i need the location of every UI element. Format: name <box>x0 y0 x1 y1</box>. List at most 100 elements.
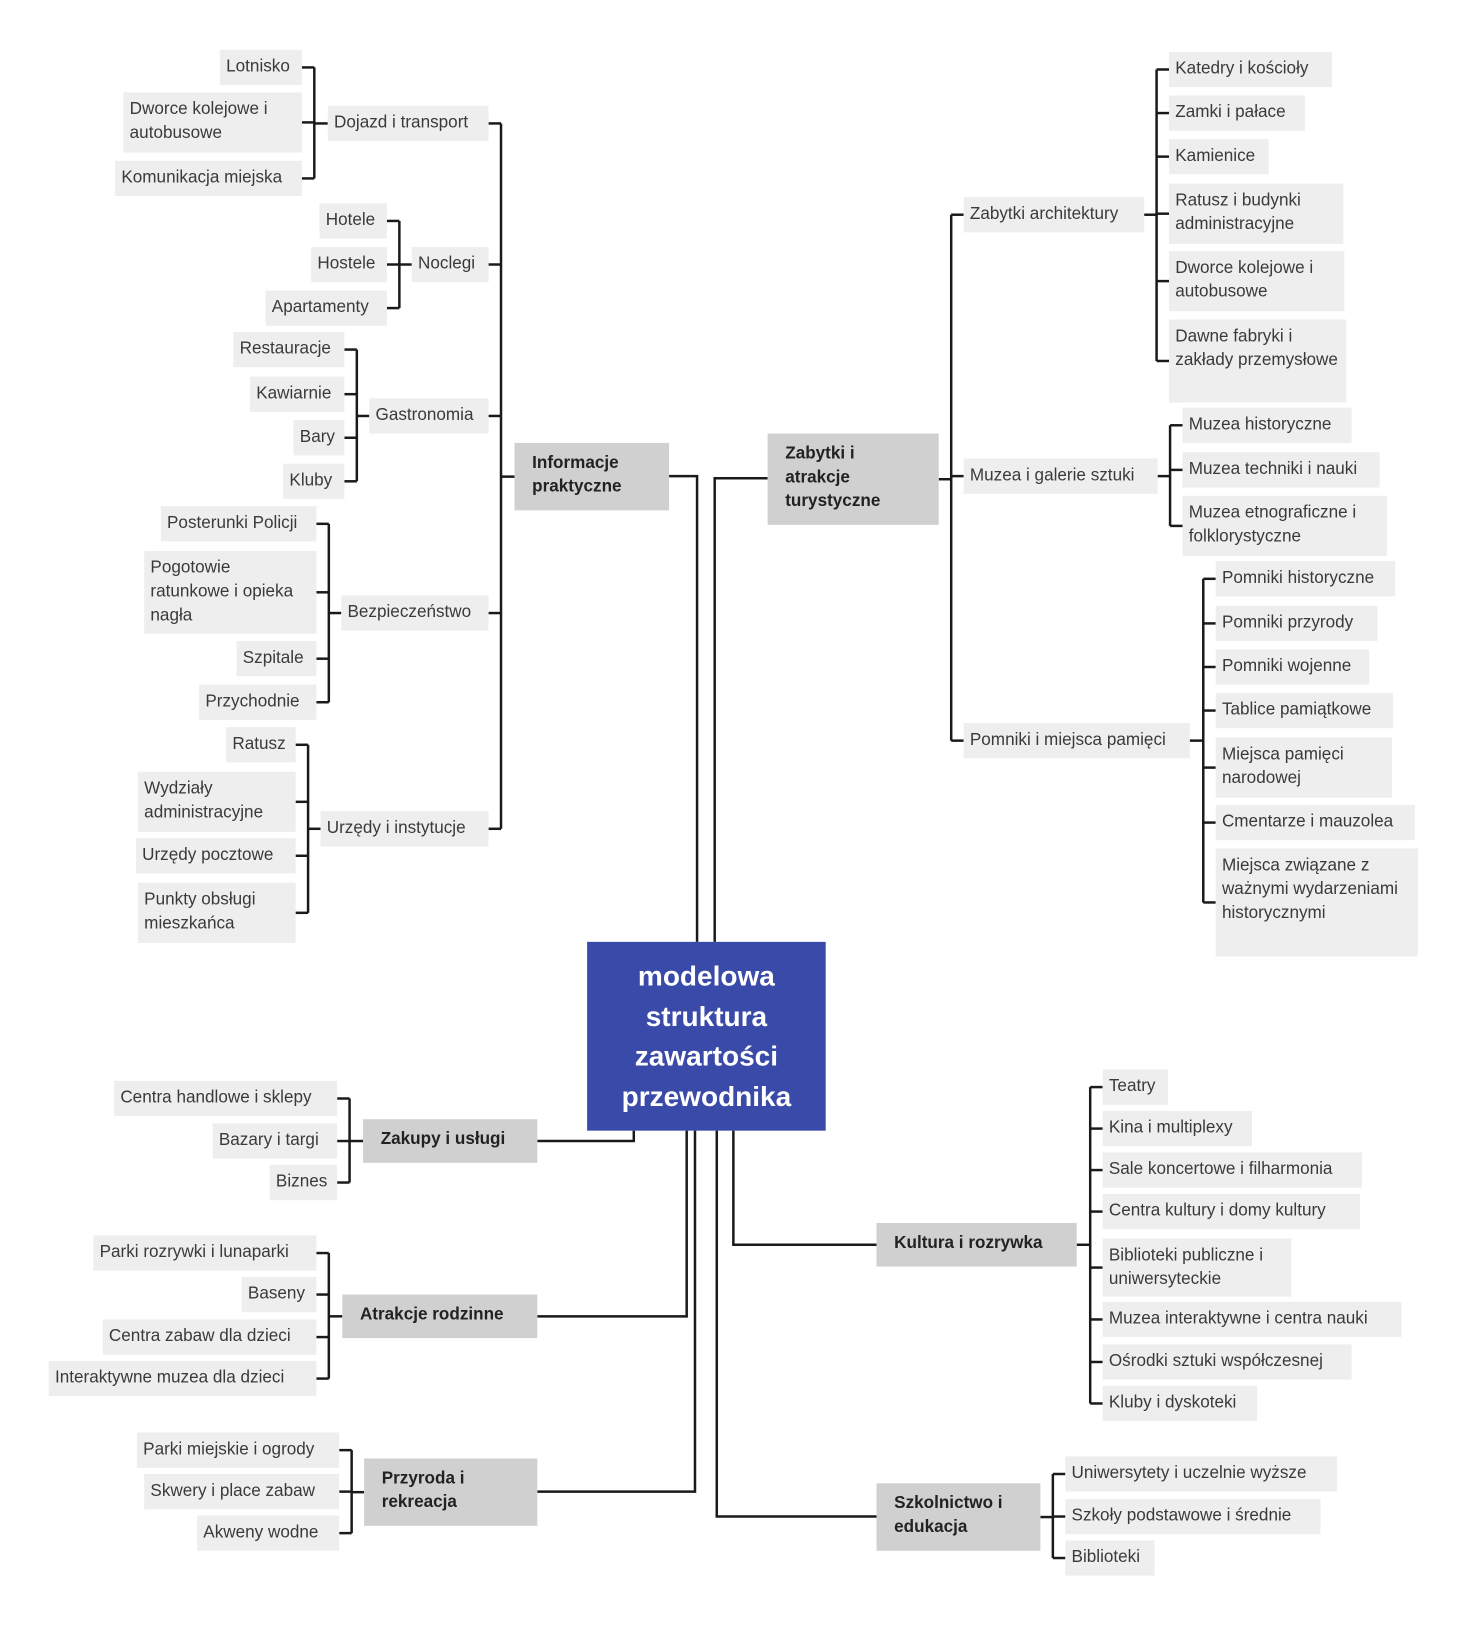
node-pomniki-przyrody[interactable]: Pomniki przyrody <box>1215 605 1378 642</box>
node-centra-zabaw-dla-dzieci[interactable]: Centra zabaw dla dzieci <box>102 1319 317 1355</box>
node-baseny[interactable]: Baseny <box>241 1276 317 1313</box>
node-centra-kultury-i-domy-kultury[interactable]: Centra kultury i domy kultury <box>1102 1193 1360 1230</box>
node-bazary-i-targi[interactable]: Bazary i targi <box>212 1123 338 1159</box>
node-katedry-i-koscioly[interactable]: Katedry i kościoły <box>1169 51 1332 88</box>
node-kluby[interactable]: Kluby <box>283 463 345 499</box>
node-dawne-fabryki-i-zaklady-przemyslowe[interactable]: Dawne fabryki i zakłady przemysłowe <box>1169 319 1347 403</box>
node-biblioteki[interactable]: Biblioteki <box>1065 1540 1155 1576</box>
node-parki-miejskie-i-ogrody[interactable]: Parki miejskie i ogrody <box>136 1432 340 1468</box>
node-muzea-i-galerie-sztuki[interactable]: Muzea i galerie sztuki <box>963 458 1158 494</box>
node-uniwersytety-i-uczelnie-wyzsze[interactable]: Uniwersytety i uczelnie wyższe <box>1065 1456 1338 1492</box>
node-gastronomia[interactable]: Gastronomia <box>369 398 489 434</box>
node-zakupy-i-uslugi[interactable]: Zakupy i usługi <box>363 1119 538 1163</box>
connector-informacje <box>669 474 699 942</box>
node-informacje-praktyczne[interactable]: Informacje praktyczne <box>514 442 670 511</box>
node-przyroda-i-rekreacja[interactable]: Przyroda i rekreacja <box>364 1458 538 1526</box>
node-hostele[interactable]: Hostele <box>311 246 387 283</box>
node-lotnisko[interactable]: Lotnisko <box>219 49 302 86</box>
node-noclegi[interactable]: Noclegi <box>411 246 489 283</box>
node-label: Restauracje <box>239 339 331 358</box>
node-label: Hostele <box>317 254 376 273</box>
node-label: Parki miejskie i ogrody <box>143 1439 315 1459</box>
node-label: Akweny wodne <box>203 1522 319 1542</box>
node-centra-handlowe-i-sklepy[interactable]: Centra handlowe i sklepy <box>114 1080 338 1117</box>
node-label: Miejsca pamięci narodowej <box>1221 744 1344 788</box>
node-label: Cmentarze i mauzolea <box>1221 812 1394 831</box>
connector-zakupy <box>537 1130 636 1143</box>
node-urzedy-i-instytucje[interactable]: Urzędy i instytucje <box>320 811 489 847</box>
node-szpitale[interactable]: Szpitale <box>236 641 317 677</box>
node-pogotowie-ratunkowe-i-opieka-nagla[interactable]: Pogotowie ratunkowe i opieka nagła <box>144 550 317 634</box>
connector-kultura <box>732 1130 877 1247</box>
node-bezpieczenstwo[interactable]: Bezpieczeństwo <box>341 595 489 631</box>
node-posterunki-policji[interactable]: Posterunki Policji <box>160 506 317 542</box>
node-zabytki-architektury[interactable]: Zabytki architektury <box>963 197 1145 233</box>
node-pomniki-wojenne[interactable]: Pomniki wojenne <box>1215 649 1370 685</box>
node-muzea-techniki-i-nauki[interactable]: Muzea techniki i nauki <box>1182 452 1380 488</box>
node-label: Gastronomia <box>375 405 474 425</box>
node-muzea-etnograficzne-i-folklorystyczne[interactable]: Muzea etnograficzne i folklorystyczne <box>1182 495 1387 556</box>
node-miejsca-pamieci-narodowej[interactable]: Miejsca pamięci narodowej <box>1215 737 1393 798</box>
node-punkty-obslugi-mieszkanca[interactable]: Punkty obsługi mieszkańca <box>137 882 296 943</box>
node-atrakcje-rodzinne[interactable]: Atrakcje rodzinne <box>342 1294 538 1339</box>
node-label: Wydziały administracyjne <box>144 779 264 822</box>
node-ratusz-i-budynki-administracyjne[interactable]: Ratusz i budynki administracyjne <box>1169 183 1344 244</box>
node-bary[interactable]: Bary <box>293 420 345 456</box>
node-label: Szkoły podstawowe i średnie <box>1071 1506 1292 1525</box>
node-przychodnie[interactable]: Przychodnie <box>199 684 317 720</box>
node-zabytki-i-atrakcje-turystyczne[interactable]: Zabytki i atrakcje turystyczne <box>767 433 939 525</box>
node-kawiarnie[interactable]: Kawiarnie <box>249 376 345 412</box>
node-label: Pomniki przyrody <box>1221 613 1354 632</box>
node-label: Ratusz <box>232 734 286 754</box>
node-miejsca-zwiazane-z-waznymi-wydarzeniami-historycznymi[interactable]: Miejsca związane z ważnymi wydarzeniami … <box>1215 848 1418 957</box>
node-kluby-i-dyskoteki[interactable]: Kluby i dyskoteki <box>1102 1385 1258 1422</box>
node-teatry[interactable]: Teatry <box>1102 1069 1168 1105</box>
node-label: Ratusz i budynki administracyjne <box>1175 190 1301 234</box>
node-apartamenty[interactable]: Apartamenty <box>265 290 387 326</box>
node-biznes[interactable]: Biznes <box>269 1164 338 1201</box>
node-cmentarze-i-mauzolea[interactable]: Cmentarze i mauzolea <box>1215 804 1415 841</box>
node-kultura-i-rozrywka[interactable]: Kultura i rozrywka <box>876 1222 1077 1267</box>
node-label: Zabytki architektury <box>969 204 1119 224</box>
node-biblioteki-publiczne-i-uniwersyteckie[interactable]: Biblioteki publiczne i uniwersyteckie <box>1102 1238 1292 1297</box>
node-label: Centra handlowe i sklepy <box>120 1088 312 1107</box>
node-pomniki-i-miejsca-pamieci[interactable]: Pomniki i miejsca pamięci <box>963 722 1190 759</box>
node-ratusz[interactable]: Ratusz <box>226 727 296 763</box>
node-label: Baseny <box>247 1284 306 1303</box>
node-urzedy-pocztowe[interactable]: Urzędy pocztowe <box>135 838 296 874</box>
node-label: Lotnisko <box>226 57 290 76</box>
node-label: Bary <box>299 427 335 447</box>
node-dworce-kolejowe-i-autobusowe[interactable]: Dworce kolejowe i autobusowe <box>123 92 302 153</box>
node-interaktywne-muzea-dla-dzieci[interactable]: Interaktywne muzea dla dzieci <box>48 1360 317 1397</box>
node-zamki-i-palace[interactable]: Zamki i pałace <box>1169 95 1305 131</box>
node-dojazd-i-transport[interactable]: Dojazd i transport <box>327 105 489 142</box>
central-topic[interactable]: modelowa struktura zawartości przewodnik… <box>587 941 826 1131</box>
node-label: Biznes <box>275 1172 328 1191</box>
node-muzea-interaktywne-i-centra-nauki[interactable]: Muzea interaktywne i centra nauki <box>1102 1301 1402 1338</box>
node-kamienice[interactable]: Kamienice <box>1169 138 1269 175</box>
node-komunikacja-miejska[interactable]: Komunikacja miejska <box>115 160 302 197</box>
connector-szkolnictwo <box>715 1130 877 1518</box>
node-kina-i-multiplexy[interactable]: Kina i multiplexy <box>1102 1110 1253 1147</box>
node-akweny-wodne[interactable]: Akweny wodne <box>197 1515 340 1551</box>
node-skwery-i-place-zabaw[interactable]: Skwery i place zabaw <box>144 1474 340 1510</box>
node-label: Skwery i place zabaw <box>150 1481 315 1500</box>
node-szkolnictwo-i-edukacja[interactable]: Szkolnictwo i edukacja <box>876 1483 1041 1551</box>
node-sale-koncertowe-i-filharmonia[interactable]: Sale koncertowe i filharmonia <box>1102 1152 1362 1188</box>
node-wydzialy-administracyjne[interactable]: Wydziały administracyjne <box>137 771 296 832</box>
node-pomniki-historyczne[interactable]: Pomniki historyczne <box>1215 561 1396 597</box>
node-label: Kluby <box>289 470 333 490</box>
node-label: Kina i multiplexy <box>1108 1118 1233 1137</box>
node-restauracje[interactable]: Restauracje <box>233 331 345 368</box>
node-label: Posterunki Policji <box>167 513 298 533</box>
node-dworce-kolejowe-i-autobusowe[interactable]: Dworce kolejowe i autobusowe <box>1169 251 1345 312</box>
node-parki-rozrywki-i-lunaparki[interactable]: Parki rozrywki i lunaparki <box>93 1235 317 1271</box>
node-label: Urzędy pocztowe <box>142 845 274 865</box>
node-szkoly-podstawowe-i-srednie[interactable]: Szkoły podstawowe i średnie <box>1065 1498 1321 1535</box>
node-hotele[interactable]: Hotele <box>319 203 387 239</box>
node-label: Muzea techniki i nauki <box>1188 459 1358 479</box>
node-muzea-historyczne[interactable]: Muzea historyczne <box>1182 407 1352 443</box>
node-osrodki-sztuki-wspolczesnej[interactable]: Ośrodki sztuki współczesnej <box>1102 1344 1352 1380</box>
node-tablice-pamiatkowe[interactable]: Tablice pamiątkowe <box>1215 692 1394 729</box>
